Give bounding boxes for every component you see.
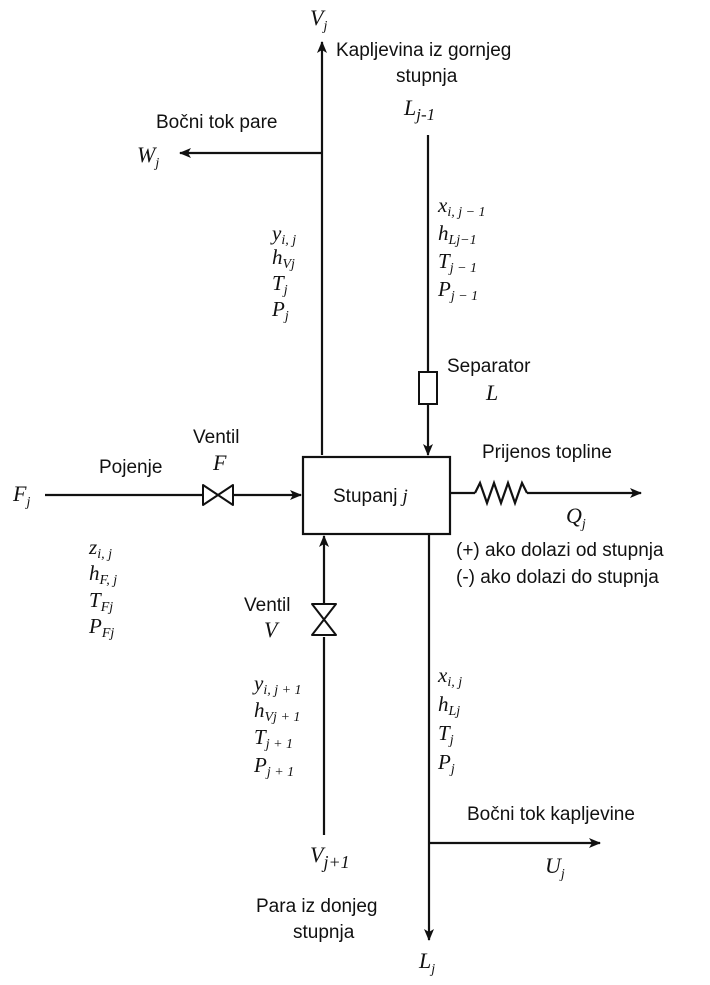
svg-text:hVj: hVj	[272, 245, 295, 272]
svg-text:Pj: Pj	[271, 297, 289, 324]
feed-props: zi, j hF, j TFj PFj	[88, 535, 117, 641]
vapor-in-valve-var: V	[264, 617, 280, 642]
vapor-props: yi, j hVj Tj Pj	[270, 221, 296, 324]
vapor-side-symbol: Wj	[137, 142, 159, 171]
svg-text:PFj: PFj	[88, 614, 114, 641]
svg-text:Tj: Tj	[438, 721, 454, 748]
separator-var: L	[485, 380, 498, 405]
svg-text:xi, j − 1: xi, j − 1	[437, 193, 486, 220]
heat-resistor-symbol	[474, 479, 528, 507]
svg-text:hLj: hLj	[438, 692, 460, 719]
feed-valve-label: Ventil	[193, 427, 239, 448]
vapor-in-valve-label: Ventil	[244, 595, 290, 616]
feed-symbol: Fj	[12, 481, 30, 510]
vapor-in-props: yi, j + 1 hVj + 1 Tj + 1 Pj + 1	[252, 671, 302, 780]
vapor-in-caption-line2: stupnja	[293, 922, 355, 943]
svg-text:Pj + 1: Pj + 1	[253, 753, 294, 780]
svg-text:yi, j + 1: yi, j + 1	[252, 671, 302, 698]
svg-text:Tj − 1: Tj − 1	[438, 249, 477, 276]
svg-text:hVj + 1: hVj + 1	[254, 698, 300, 725]
svg-text:xi, j: xi, j	[437, 663, 462, 690]
svg-text:hLj−1: hLj−1	[438, 221, 477, 248]
separator-box	[418, 371, 438, 405]
liquid-in-caption-line1: Kapljevina iz gornjeg	[336, 40, 511, 61]
vapor-in-caption-line1: Para iz donjeg	[256, 896, 377, 917]
heat-symbol: Qj	[566, 503, 586, 532]
svg-text:yi, j: yi, j	[270, 221, 296, 248]
svg-text:Tj: Tj	[272, 271, 288, 298]
vapor-in-symbol: Vj+1	[310, 842, 350, 872]
liquid-side-symbol: Uj	[545, 853, 565, 882]
svg-text:zi, j: zi, j	[88, 535, 112, 562]
feed-valve-symbol	[202, 484, 234, 506]
liquid-out-symbol: Lj	[418, 948, 435, 977]
liquid-out-props: xi, j hLj Tj Pj	[437, 663, 462, 777]
separator-label: Separator	[447, 356, 531, 377]
svg-text:Pj: Pj	[437, 750, 455, 777]
heat-caption: Prijenos topline	[482, 442, 612, 463]
stage-box	[301, 455, 452, 536]
feed-caption: Pojenje	[99, 457, 162, 478]
svg-text:Pj − 1: Pj − 1	[437, 277, 478, 304]
liquid-side-caption: Bočni tok kapljevine	[467, 804, 635, 825]
svg-text:TFj: TFj	[89, 588, 113, 615]
svg-text:hF, j: hF, j	[89, 561, 117, 588]
vapor-out-symbol: Vj	[310, 5, 327, 34]
heat-note-minus: (-) ako dolazi do stupnja	[456, 567, 659, 588]
liquid-in-caption-line2: stupnja	[396, 66, 458, 87]
svg-text:Tj + 1: Tj + 1	[254, 725, 293, 752]
heat-note-plus: (+) ako dolazi od stupnja	[456, 540, 664, 561]
vapor-in-valve-symbol	[311, 603, 337, 636]
liquid-in-symbol: Lj-1	[403, 95, 435, 124]
liquid-in-props: xi, j − 1 hLj−1 Tj − 1 Pj − 1	[437, 193, 486, 304]
feed-valve-var: F	[212, 450, 227, 475]
vapor-side-caption: Bočni tok pare	[156, 112, 277, 133]
